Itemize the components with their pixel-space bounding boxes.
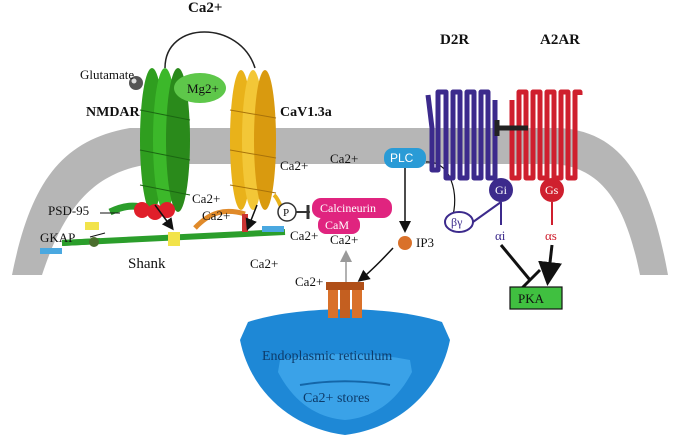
glutamate-label: Glutamate bbox=[80, 67, 134, 82]
d2r-label: D2R bbox=[440, 32, 469, 48]
ca-label-2: Ca2+ bbox=[330, 151, 358, 166]
ca-label-8: Ca2+ bbox=[295, 274, 323, 289]
psd95-label: PSD-95 bbox=[48, 203, 89, 218]
ca-label-6: Ca2+ bbox=[330, 232, 358, 247]
shank-label: Shank bbox=[128, 256, 166, 272]
ca-flow-loop bbox=[164, 31, 256, 69]
cell-membrane bbox=[12, 128, 668, 275]
as-label: αs bbox=[545, 228, 557, 243]
ca-label-3: Ca2+ bbox=[192, 191, 220, 206]
cav-channel bbox=[229, 70, 277, 210]
cam-box bbox=[318, 216, 360, 234]
gkap-label: GKAP bbox=[40, 230, 75, 245]
cav-label: CaV1.3a bbox=[280, 105, 332, 120]
er-label: Endoplasmic reticulum bbox=[262, 349, 392, 364]
ca-label-7: Ca2+ bbox=[250, 256, 278, 271]
ai-label: αi bbox=[495, 228, 506, 243]
ca-label-5: Ca2+ bbox=[290, 228, 318, 243]
a2ar-label: A2AR bbox=[540, 32, 580, 48]
ca-label-4: Ca2+ bbox=[202, 208, 230, 223]
gs-label: Gs bbox=[545, 183, 559, 197]
stores-label: Ca2+ stores bbox=[303, 391, 370, 406]
gi-label: Gi bbox=[495, 183, 508, 197]
p-label: P bbox=[283, 207, 289, 219]
bg-label: βγ bbox=[451, 215, 463, 229]
calcineurin-label: Calcineurin bbox=[320, 201, 376, 215]
plc-label: PLC bbox=[390, 151, 414, 165]
a2ar-receptor bbox=[509, 89, 583, 181]
ip3-label: IP3 bbox=[416, 235, 434, 250]
gi-protein bbox=[489, 178, 513, 202]
calcineurin-box bbox=[312, 198, 392, 218]
psd95-clusters bbox=[134, 202, 175, 220]
ca-label-1: Ca2+ bbox=[280, 158, 308, 173]
mg-ion bbox=[174, 73, 226, 103]
pka-label: PKA bbox=[518, 291, 545, 306]
cam-label: CaM bbox=[325, 218, 349, 232]
plc-enzyme bbox=[384, 148, 426, 168]
nmdar-receptor bbox=[139, 68, 191, 212]
pka-box bbox=[509, 286, 563, 310]
mg-label: Mg2+ bbox=[187, 81, 219, 96]
ca-top-label: Ca2+ bbox=[188, 0, 222, 16]
gs-protein bbox=[540, 178, 564, 202]
nmdar-label: NMDAR bbox=[86, 105, 141, 120]
ip3-receptor bbox=[326, 282, 364, 318]
d2r-receptor bbox=[425, 89, 498, 181]
ip3-molecule bbox=[398, 236, 412, 250]
